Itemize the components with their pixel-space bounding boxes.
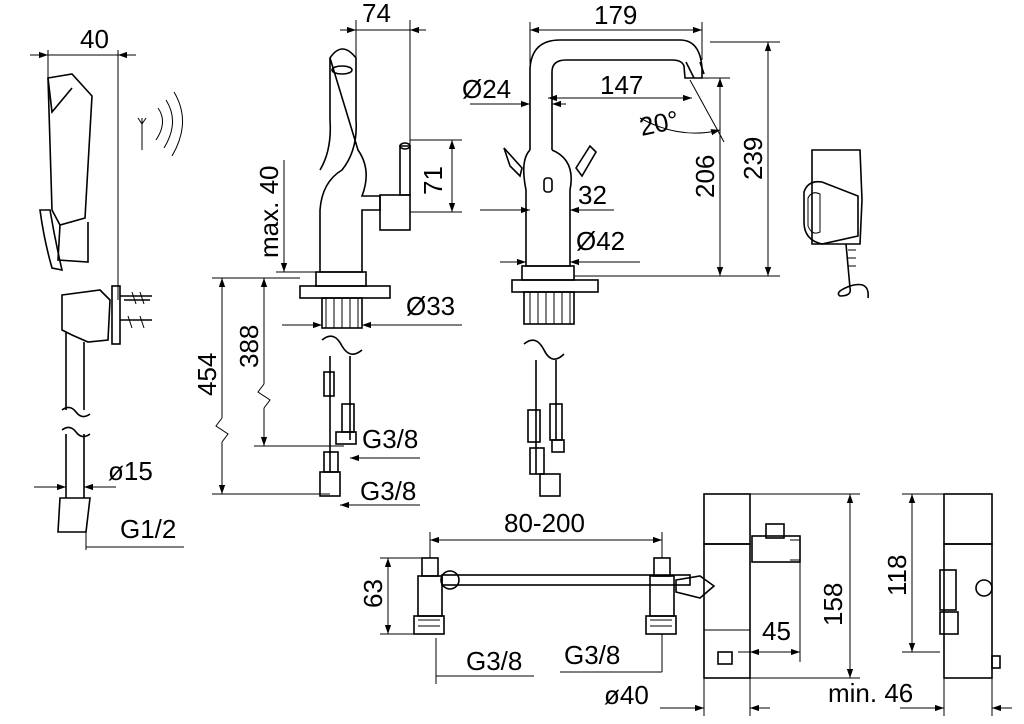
dim-lever-height: 71 [418, 166, 448, 195]
dim-body-diameter: Ø42 [576, 226, 625, 256]
dim-spout-reach-outer: 179 [594, 0, 637, 30]
dim-spout-height-inner: 206 [690, 155, 720, 198]
dim-thread-lower: G3/8 [360, 476, 416, 506]
dim-valve-thread-right: G3/8 [564, 640, 620, 670]
dim-spout-diameter: Ø24 [462, 74, 511, 104]
dim-hose-diameter: ø15 [108, 456, 153, 486]
dim-box-height: 158 [818, 583, 848, 626]
dim-box-offset: 45 [762, 616, 791, 646]
dim-valve-height: 63 [358, 579, 388, 608]
dim-sensor-width: 32 [578, 180, 607, 210]
dim-spout-reach-inner: 147 [600, 70, 643, 100]
dim-pipe-diameter: ø40 [604, 680, 649, 710]
dim-valve-thread-left: G3/8 [466, 646, 522, 676]
dim-thread-upper: G3/8 [362, 424, 418, 454]
control-unit-view [803, 149, 869, 299]
mixing-valve-assembly: 80-200 63 G3/8 G3/8 ø40 45 158 118 [358, 493, 1012, 716]
dim-supply-short: 388 [234, 325, 264, 368]
dim-box-min-depth: min. 46 [828, 678, 913, 708]
faucet-front-view: 179 147 Ø24 20° 206 239 32 Ø42 [462, 0, 780, 497]
dim-supply-long: 454 [192, 353, 222, 396]
dim-box-side-height: 118 [882, 555, 912, 596]
dim-spout-offset: 74 [362, 0, 391, 28]
dim-hose-thread: G1/2 [120, 514, 176, 544]
dim-max-deck: max. 40 [254, 166, 284, 259]
faucet-side-view: 74 71 max. 40 454 388 Ø33 G3/8 G3/8 [192, 0, 462, 509]
dim-spout-angle: 20° [637, 104, 682, 142]
dim-base-diameter: Ø33 [406, 291, 455, 321]
dim-mixer-spacing: 80-200 [504, 508, 585, 538]
hand-shower-view: 40 ø15 G1/2 [30, 24, 184, 550]
dim-shower-width: 40 [80, 24, 109, 54]
dim-spout-height-outer: 239 [738, 137, 768, 180]
